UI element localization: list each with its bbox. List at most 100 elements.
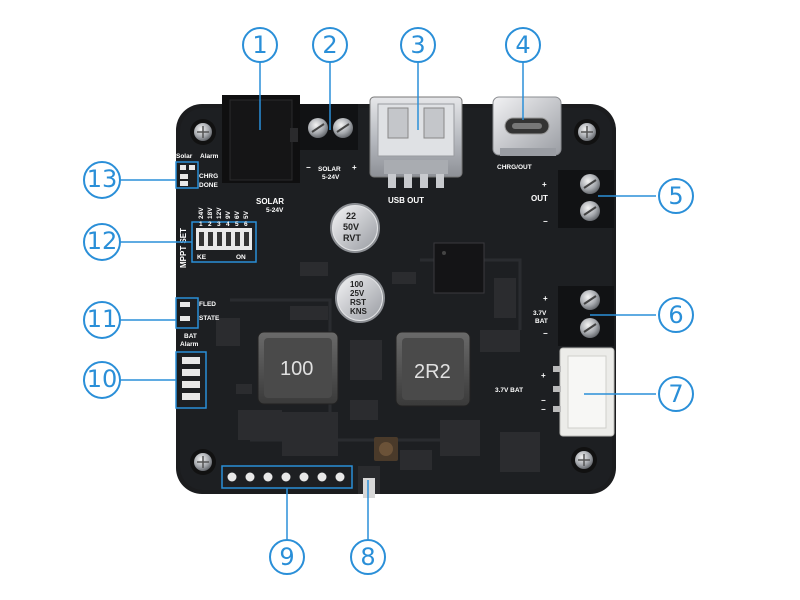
callout-2-number: 2 <box>322 31 337 59</box>
main-ic-chip <box>433 242 485 294</box>
bat-connector-label: 3.7V BAT <box>495 387 523 394</box>
callout-13: 13 <box>83 161 121 199</box>
mounting-hole-bottom-left <box>190 449 216 475</box>
led-state-label: STATE <box>199 315 220 322</box>
dip-number-1: 1 <box>199 221 203 228</box>
dip-voltages: 24V 18V 12V 9V 6V 5V <box>198 207 250 219</box>
solar-terminal-voltage: 5-24V <box>322 174 340 181</box>
mounting-hole-top-left <box>190 119 216 145</box>
led-fled-label: FLED <box>199 301 216 308</box>
callout-5-number: 5 <box>668 182 683 210</box>
fled-state-led-group <box>175 297 199 329</box>
callout-6: 6 <box>658 297 694 333</box>
cap1-value: 22 <box>346 211 356 221</box>
capacitor-100uf <box>335 273 385 323</box>
bat-connector-minus-2: − <box>541 405 546 414</box>
solar-terminal-label: SOLAR <box>318 166 341 173</box>
callout-3: 3 <box>400 27 436 63</box>
callout-3-number: 3 <box>410 31 425 59</box>
dip-voltage-4: 9V <box>225 210 232 219</box>
cap1-voltage: 50V <box>343 222 359 232</box>
led-solar-label: Solar <box>176 153 193 160</box>
capacitor-22uf <box>330 203 380 253</box>
callout-10-number: 10 <box>87 365 118 393</box>
dip-voltage-3: 12V <box>216 207 223 219</box>
solar-minus-sign: − <box>306 163 311 172</box>
dip-voltage-2: 18V <box>207 207 214 219</box>
led-done-label: DONE <box>199 182 218 189</box>
dip-number-4: 4 <box>226 221 230 228</box>
dip-number-2: 2 <box>208 221 212 228</box>
usb-out-label: USB OUT <box>388 196 424 205</box>
dip-voltage-1: 24V <box>198 207 205 219</box>
mounting-hole-top-right <box>574 119 600 145</box>
callout-8-number: 8 <box>360 543 375 571</box>
chrg-out-label: CHRG/OUT <box>497 164 532 171</box>
callout-13-number: 13 <box>87 165 118 193</box>
cap2-voltage: 25V <box>350 289 365 298</box>
callout-11-number: 11 <box>87 305 118 333</box>
mounting-hole-bottom-right <box>571 447 597 473</box>
callout-10: 10 <box>83 361 121 399</box>
usb-c-port <box>492 96 562 156</box>
led-chrg-label: CHRG <box>199 173 218 180</box>
inductor-2r2 <box>395 331 471 407</box>
callout-6-number: 6 <box>668 301 683 329</box>
dc-barrel-jack <box>222 95 300 183</box>
out-terminal-block <box>558 170 614 228</box>
out-label: OUT <box>531 194 548 203</box>
button-component <box>374 437 398 461</box>
inductor-2r2-marking: 2R2 <box>414 361 451 383</box>
bat-terminal-label: BAT <box>535 318 548 325</box>
callout-2: 2 <box>312 27 348 63</box>
bat-terminal-minus: − <box>543 329 548 338</box>
callout-9-number: 9 <box>279 543 294 571</box>
callout-7-number: 7 <box>668 380 683 408</box>
callout-12-number: 12 <box>87 227 118 255</box>
status-led-group <box>175 161 199 189</box>
dip-on-label: ON <box>236 254 246 261</box>
battery-terminal-block <box>558 286 614 346</box>
dip-number-3: 3 <box>217 221 221 228</box>
cap2-brand: KNS <box>350 307 368 316</box>
callout-4: 4 <box>505 27 541 63</box>
callout-11: 11 <box>83 301 121 339</box>
inductor-100 <box>257 331 339 405</box>
bat-terminal-voltage: 3.7V <box>533 310 547 317</box>
battery-jst-connector <box>553 347 615 437</box>
callout-4-number: 4 <box>515 31 530 59</box>
slide-switch <box>358 466 380 498</box>
cap2-series: RST <box>350 298 366 307</box>
dip-number-6: 6 <box>244 221 248 228</box>
bat-connector-plus: + <box>541 371 546 380</box>
callout-1-number: 1 <box>252 31 267 59</box>
dip-ke-label: KE <box>197 254 207 261</box>
callout-9: 9 <box>269 539 305 575</box>
callout-8: 8 <box>350 539 386 575</box>
dip-numbers: 1 2 3 4 5 6 <box>199 221 248 228</box>
out-minus-sign: − <box>543 217 548 226</box>
out-plus-sign: + <box>542 180 547 189</box>
solar-terminal-block <box>300 104 358 150</box>
inductor-100-marking: 100 <box>280 358 313 380</box>
solar-big-voltage: 5-24V <box>266 207 284 214</box>
smd-components <box>216 262 540 472</box>
solar-plus-sign: + <box>352 163 357 172</box>
cap2-value: 100 <box>350 280 364 289</box>
dip-number-5: 5 <box>235 221 239 228</box>
mppt-dip-switch <box>191 221 257 263</box>
dip-voltage-6: 5V <box>243 210 250 219</box>
mppt-set-label: MPPT SET <box>179 228 188 268</box>
callout-leaders <box>120 62 656 540</box>
usb-a-port <box>369 96 463 188</box>
led-bat-label: BAT <box>184 333 197 340</box>
callout-7: 7 <box>658 376 694 412</box>
solar-big-label: SOLAR <box>256 197 284 206</box>
led-bat-alarm-label: Alarm <box>180 341 199 348</box>
cap1-series: RVT <box>343 233 361 243</box>
callout-5: 5 <box>658 178 694 214</box>
dip-voltage-5: 6V <box>234 210 241 219</box>
callout-12: 12 <box>83 223 121 261</box>
bat-connector-minus-1: − <box>541 396 546 405</box>
